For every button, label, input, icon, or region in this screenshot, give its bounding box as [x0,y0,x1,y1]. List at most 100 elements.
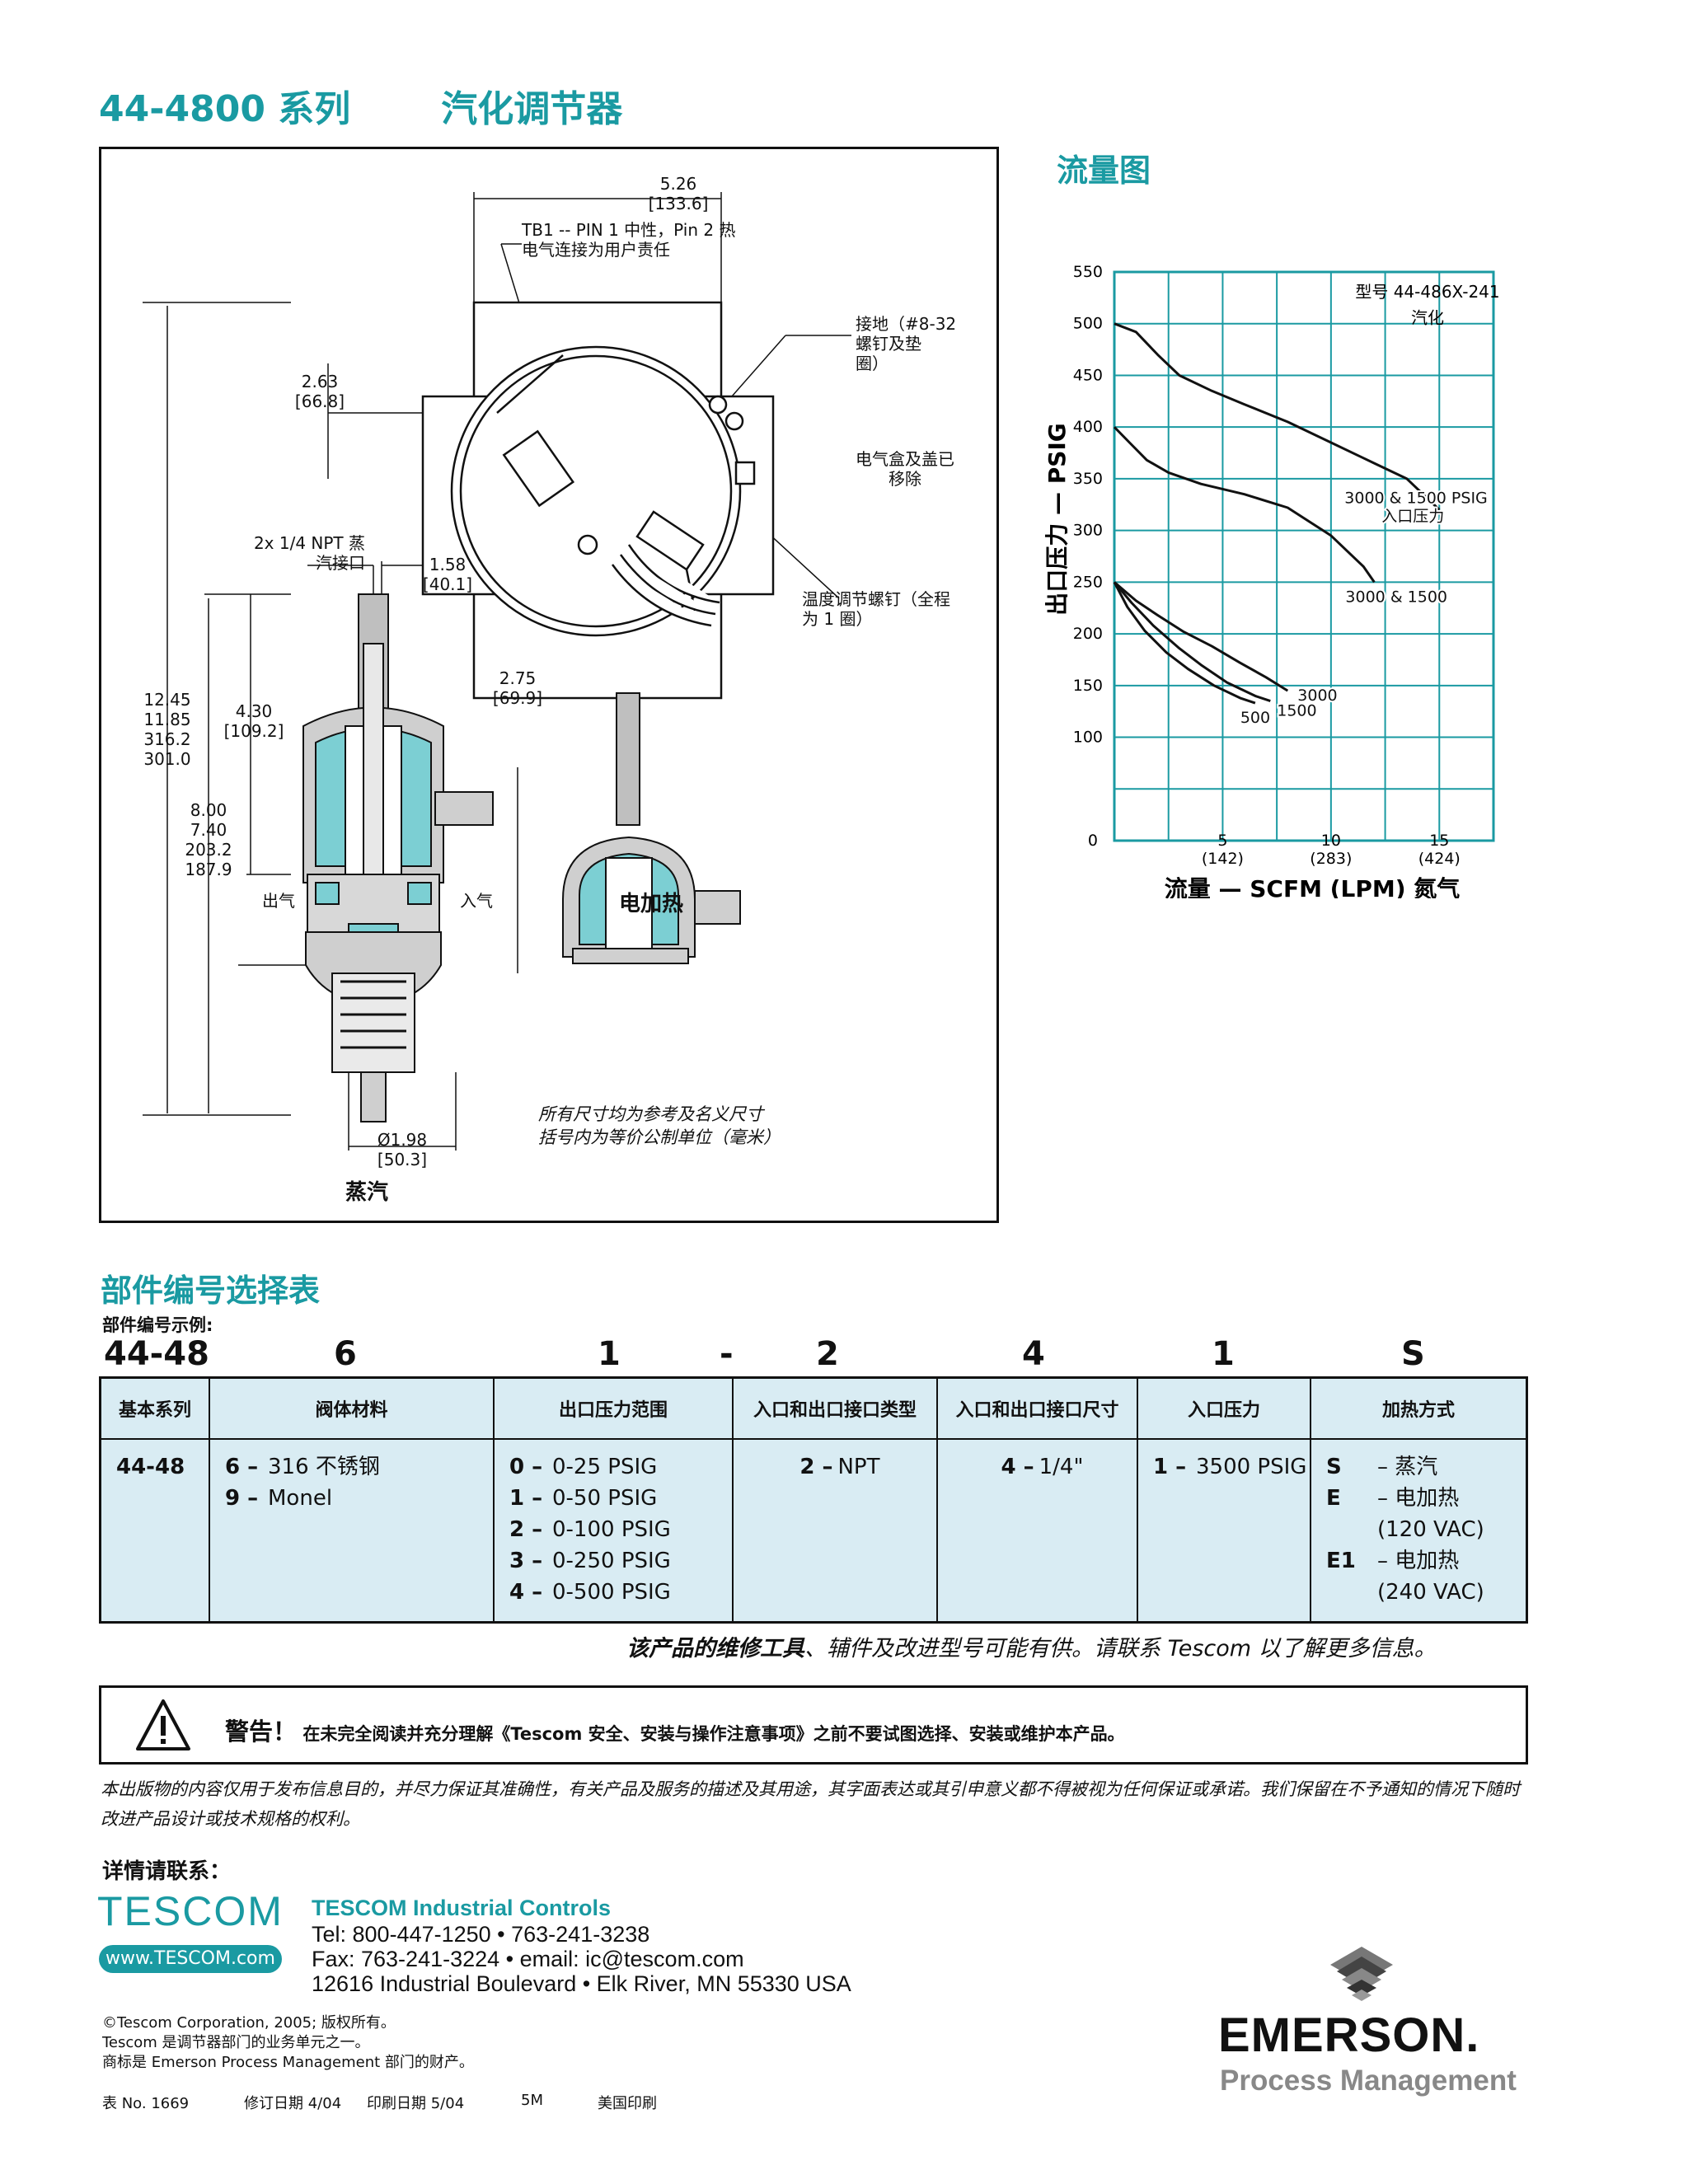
warning-banner: 警告！ 在未完全阅读并充分理解《Tescom 安全、安装与操作注意事项》之前不要… [99,1685,1528,1765]
x-tick-sublabel: (424) [1418,850,1461,868]
steam-caption: 蒸汽 [345,1180,389,1205]
y-tick-label: 400 [1073,418,1103,436]
table-header-cell: 出口压力范围 [495,1379,732,1440]
option-code: 1 – [509,1486,543,1511]
dim-diameter: Ø1.98 [50.3] [349,1130,456,1169]
option-text: (240 VAC) [1377,1580,1484,1605]
series-line [1113,581,1271,703]
model-sublabel: 汽化 [1411,307,1444,327]
y-axis-title: 出口压力 — PSIG [1043,423,1071,616]
option-code: 3 – [509,1549,543,1573]
y-tick-label: 300 [1073,522,1103,540]
table-header-cell: 入口和出口接口尺寸 [938,1379,1137,1440]
table-option-row: (240 VAC) [1326,1577,1516,1608]
model-label: 型号 44-486X-241 [1355,282,1499,302]
option-code: 1 – [1153,1455,1187,1479]
option-text: 3500 PSIG [1196,1455,1307,1479]
dim-width-mm: [133.6] [648,194,709,213]
y-tick-label: 100 [1073,729,1103,747]
warning-label: 警告！ [225,1718,298,1746]
port-note-line1: 2x 1/4 NPT 蒸 [253,533,365,553]
dim-430-mm: [109.2] [223,721,284,741]
table-option-row: 4 –0-500 PSIG [509,1577,722,1608]
y-tick-label: 450 [1073,366,1103,384]
x-tick-sublabel: (142) [1202,850,1244,868]
dim-740: 7.40 [190,820,227,840]
series-line [1114,581,1289,692]
dim-1879: 187.9 [185,860,232,879]
ref-note-line1: 所有尺寸均为参考及名义尺寸 [538,1104,763,1124]
table-option-row: E1– 电加热 [1326,1545,1516,1577]
table-option-row: 44-48 [116,1451,199,1483]
page-title: 44-4800 系列汽化调节器 [99,79,622,132]
dim-263-in: 2.63 [301,372,339,391]
port-note: 2x 1/4 NPT 蒸 汽接口 [217,533,365,573]
dim-800: 8.00 [190,800,227,820]
dim-263-mm: [66.8] [294,391,345,411]
option-text: 0-50 PSIG [552,1486,658,1511]
dim-430: 4.30 [109.2] [213,701,295,741]
series-title: 44-4800 系列 [99,88,351,130]
example-part-body: 6 [334,1335,357,1373]
tb1-note: TB1 -- PIN 1 中性，Pin 2 热 电气连接为用户责任 [522,220,735,260]
series-line [1113,426,1376,583]
dim-158-mm: [40.1] [422,574,473,594]
port-note-line2: 汽接口 [316,553,365,573]
example-part-heating: S [1401,1335,1425,1373]
y-tick-label: 250 [1073,573,1103,591]
emerson-name: EMERSON [1218,2008,1466,2062]
steam-regulator-section [302,593,494,1122]
table-header-cell: 入口和出口接口类型 [734,1379,936,1440]
table-option-row: 1 – 0-50 PSIG [509,1483,722,1514]
table-option-row: (120 VAC) [1326,1514,1516,1545]
printed-date: 印刷日期 5/04 [367,2095,465,2112]
dim-overall-height: 12.45 11.85 316.2 301.0 [126,690,209,769]
emerson-tm: . [1465,2008,1480,2062]
table-column: 入口和出口接口尺寸 4 –1/4" [936,1379,1137,1621]
option-text: – 蒸汽 [1377,1455,1438,1479]
ground-note: 接地（#8-32 螺钉及垫 圈） [856,314,956,373]
plot-frame [1113,270,1495,842]
option-text: – 电加热 [1377,1549,1460,1573]
emerson-subtitle: Process Management [1220,2064,1517,2097]
table-body-cell: 4 –1/4" [938,1440,1137,1483]
dim-263: 2.63 [66.8] [274,372,365,411]
part-example-label: 部件编号示例: [102,1315,213,1335]
x-tick-label: 10 [1321,832,1341,850]
service-note-bold: 该产品的维修工具 [626,1636,804,1661]
option-text: NPT [837,1455,880,1479]
contact-phone: Tel: 800-447-1250 • 763-241-3238 [312,1922,650,1947]
tescom-website-link[interactable]: www.TESCOM.com [99,1945,282,1973]
box-note-line1: 电气盒及盖已 [856,449,954,469]
option-text: 0-250 PSIG [552,1549,671,1573]
option-text: (120 VAC) [1377,1517,1484,1542]
tb1-note-line2: 电气连接为用户责任 [522,240,670,260]
service-note-rest: 、辅件及改进型号可能有供。请联系 Tescom 以了解更多信息。 [804,1636,1437,1661]
table-option-row: 1 – 3500 PSIG [1153,1451,1306,1483]
series-label: 3000 & 1500 [1345,588,1447,606]
ground-note-line2: 螺钉及垫 [856,334,921,354]
drawing-svg [143,192,851,1151]
inlet-label: 入气 [460,891,493,911]
temp-note-line1: 温度调节螺钉（全程 [802,589,950,609]
option-text: – 电加热 [1377,1486,1460,1511]
option-text: 0-100 PSIG [552,1517,671,1542]
series-label: 3000 & 1500 PSIG [1344,490,1488,508]
print-quantity: 5M [521,2092,543,2109]
dim-158: 1.58 [40.1] [402,555,493,594]
table-option-row: 4 –1/4" [953,1451,1127,1483]
temp-note-line2: 为 1 圈） [802,609,873,629]
table-option-row: S– 蒸汽 [1326,1451,1516,1483]
dim-198-mm: [50.3] [377,1150,428,1169]
example-part-port-size: 4 [1022,1335,1045,1373]
x-axis-title: 流量 — SCFM (LPM) 氮气 [1165,875,1461,898]
table-header-cell: 入口压力 [1138,1379,1310,1440]
example-part-base: 44-48 [104,1335,209,1373]
option-text: 0-25 PSIG [552,1455,658,1479]
